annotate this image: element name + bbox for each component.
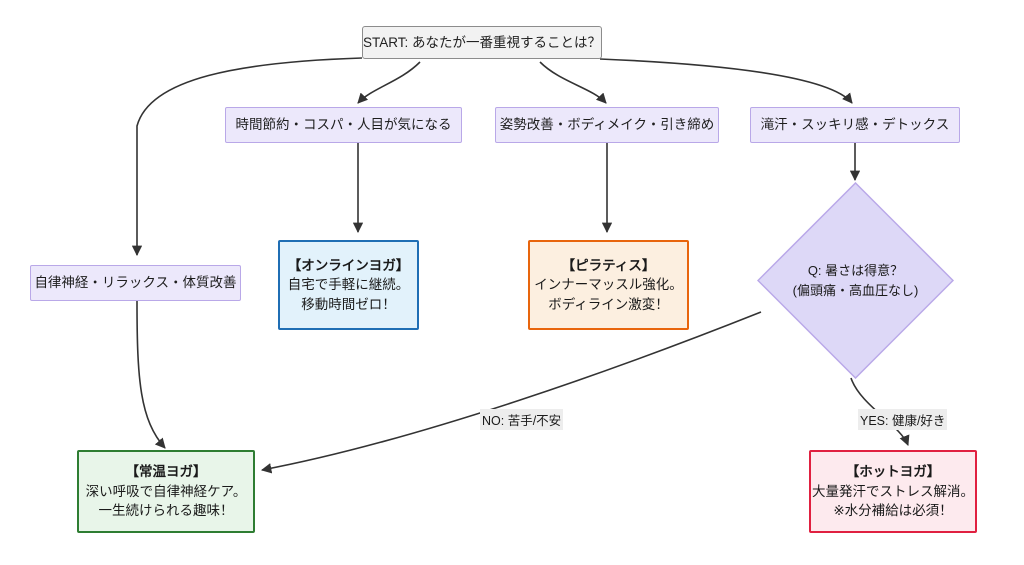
node-result-pilates[interactable]: 【ピラティス】 インナーマッスル強化。 ボディライン激変！ (528, 240, 689, 330)
node-result-normal-yoga-line1: 深い呼吸で自律神経ケア。 (85, 483, 247, 499)
node-result-hot-yoga-line2: ※水分補給は必須！ (833, 503, 953, 519)
node-result-pilates-line1: インナーマッスル強化。 (534, 277, 683, 293)
node-result-pilates-line2: ボディライン激変！ (548, 296, 669, 312)
node-result-normal-yoga-title: 【常温ヨガ】 (125, 464, 207, 480)
node-result-online-yoga-title: 【オンラインヨガ】 (287, 257, 410, 273)
node-decision-heat-tolerance-text: Q: 暑さは得意？ (偏頭痛・高血圧なし) (793, 261, 919, 300)
node-choice-time[interactable]: 時間節約・コスパ・人目が気になる (225, 107, 462, 143)
edge-decision-no-to-normal (260, 311, 762, 474)
node-start[interactable]: START: あなたが一番重視することは？ (362, 26, 602, 59)
node-result-normal-yoga[interactable]: 【常温ヨガ】 深い呼吸で自律神経ケア。 一生続けられる趣味！ (77, 450, 255, 533)
node-choice-autonomic-label: 自律神経・リラックス・体質改善 (34, 275, 237, 291)
edge-start-to-autonomic (131, 57, 363, 257)
node-result-hot-yoga-title: 【ホットヨガ】 (845, 464, 941, 480)
diamond-shape-icon (757, 182, 954, 379)
node-decision-heat-tolerance[interactable]: Q: 暑さは得意？ (偏頭痛・高血圧なし) (757, 182, 954, 379)
node-start-label: START: あなたが一番重視することは？ (363, 34, 602, 50)
edge-label-no-branch: NO: 苦手/不安 (480, 409, 564, 430)
node-result-pilates-title: 【ピラティス】 (561, 257, 656, 273)
node-result-hot-yoga-line1: 大量発汗でストレス解消。 (812, 483, 974, 499)
node-choice-time-label: 時間節約・コスパ・人目が気になる (235, 117, 452, 133)
node-result-online-yoga[interactable]: 【オンラインヨガ】 自宅で手軽に継続。 移動時間ゼロ！ (278, 240, 419, 330)
node-choice-posture[interactable]: 姿勢改善・ボディメイク・引き締め (495, 107, 719, 143)
node-decision-heat-line2: (偏頭痛・高血圧なし) (792, 282, 919, 298)
edge-start-to-posture (539, 61, 607, 104)
edge-label-yes-branch: YES: 健康/好き (858, 409, 948, 430)
node-choice-sweat[interactable]: 滝汗・スッキリ感・デトックス (750, 107, 960, 143)
node-choice-posture-label: 姿勢改善・ボディメイク・引き締め (499, 117, 715, 133)
node-choice-autonomic[interactable]: 自律神経・リラックス・体質改善 (30, 265, 241, 301)
node-result-online-yoga-line2: 移動時間ゼロ！ (301, 296, 396, 312)
node-result-online-yoga-line1: 自宅で手軽に継続。 (287, 277, 410, 293)
edge-autonomic-to-normal (136, 300, 166, 449)
edge-start-to-sweat (599, 58, 853, 104)
node-choice-sweat-label: 滝汗・スッキリ感・デトックス (760, 117, 950, 133)
edge-start-to-time (357, 61, 421, 104)
node-decision-heat-line1: Q: 暑さは得意？ (807, 263, 904, 278)
node-result-hot-yoga[interactable]: 【ホットヨガ】 大量発汗でストレス解消。 ※水分補給は必須！ (809, 450, 977, 533)
node-result-normal-yoga-line2: 一生続けられる趣味！ (98, 503, 234, 519)
